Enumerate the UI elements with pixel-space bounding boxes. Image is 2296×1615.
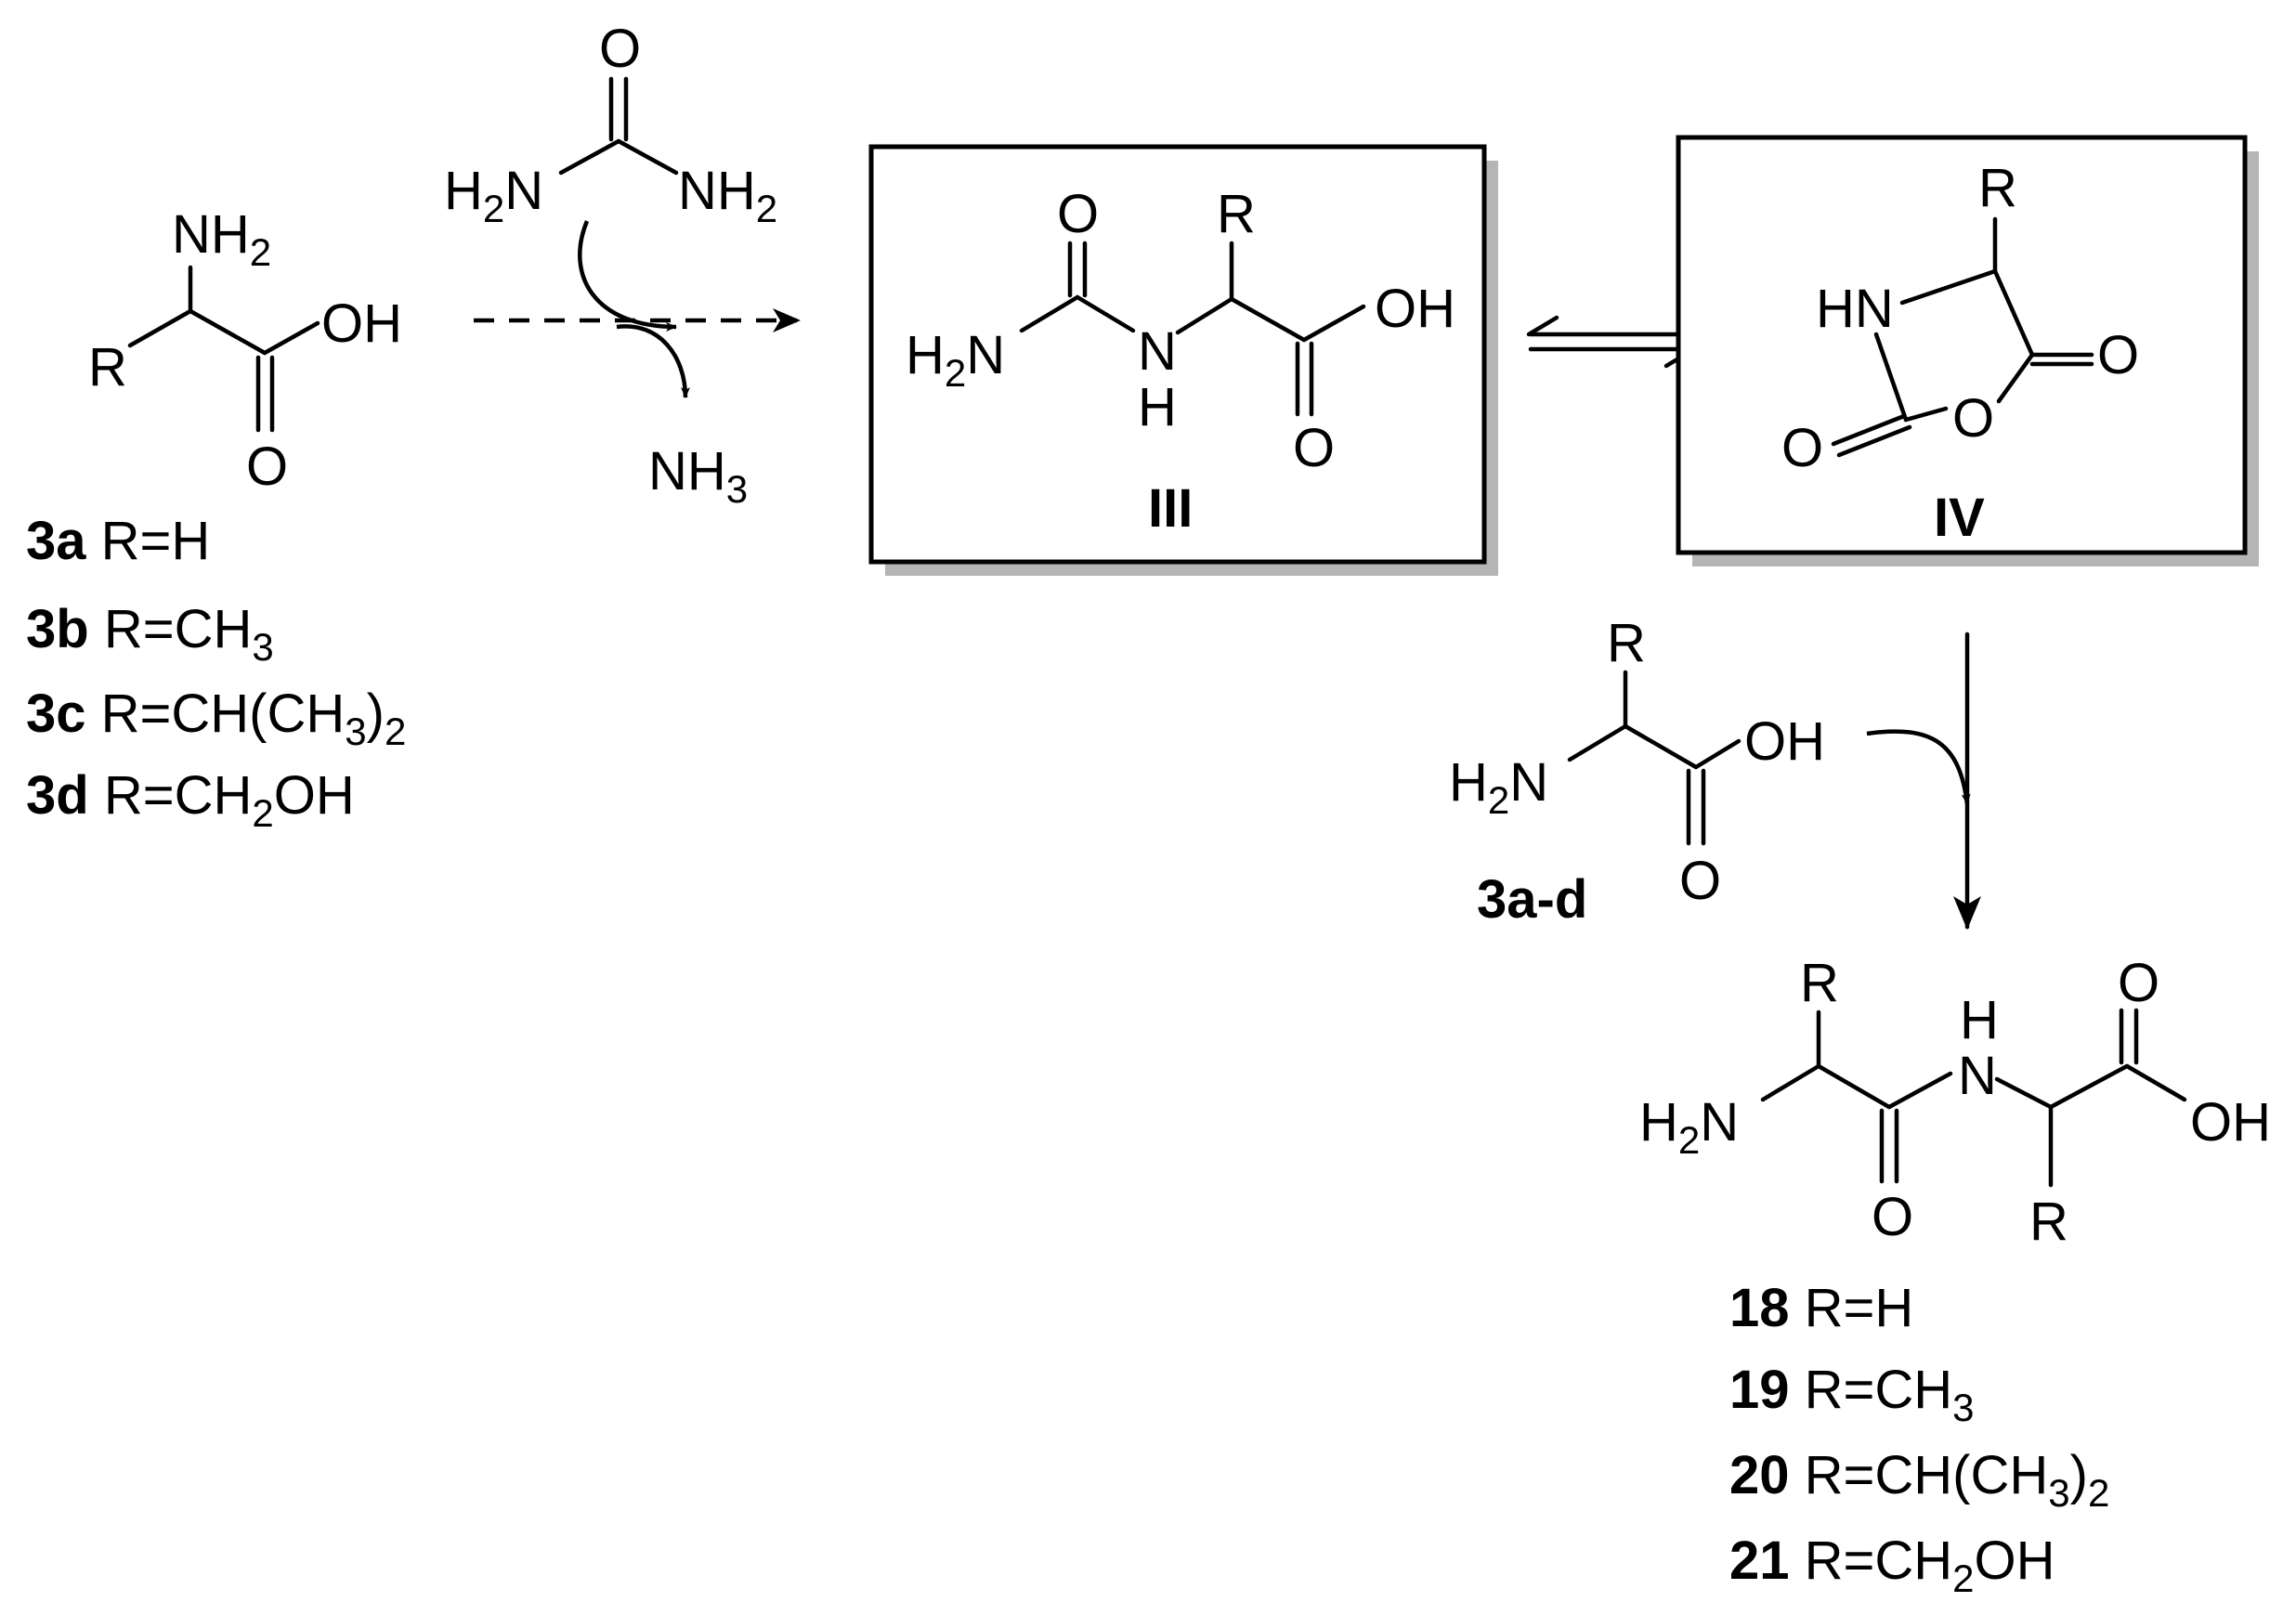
reactant-list-item: 3c R=CH(CH3)2: [26, 684, 406, 753]
urea-carbonyl-o-label: O: [599, 19, 641, 79]
product-bond: [2124, 1063, 2187, 1102]
iii-r-label: R: [1217, 184, 1256, 244]
intermediate-III-box: [868, 144, 1487, 565]
iii-bond: [1301, 304, 1366, 343]
byproduct-label: NH3: [648, 441, 748, 511]
iv-bond: [1996, 352, 2035, 404]
iii-bond: [1229, 296, 1307, 343]
iv-bond: [1903, 406, 1949, 423]
reactant-list-item: 3a R=H: [26, 511, 210, 571]
second-bond: [1567, 723, 1628, 762]
iii-bond: [1075, 294, 1136, 333]
iii-carbonyl-o-label: O: [1057, 184, 1099, 244]
intermediate-III: O H2N N H R OH O III: [868, 144, 1498, 576]
product-bond: [1816, 1063, 1892, 1110]
iv-hn-label: HN: [1816, 279, 1894, 339]
intermediate-IV-label: IV: [1934, 488, 1985, 548]
product-bond: [1886, 1071, 1953, 1110]
reactant-bond-c-oh: [262, 320, 320, 356]
urea-bond-c-nr: [616, 138, 679, 176]
second-amino-acid: R H2N OH O 3a-d: [1449, 613, 1825, 930]
iii-nh-label: N: [1138, 321, 1177, 382]
second-r-label: R: [1607, 613, 1646, 673]
reactant-amino-acid: NH2 R OH O: [88, 204, 402, 497]
iii-bond: [1019, 294, 1080, 333]
reactant-carbonyl-o-label: O: [246, 436, 288, 497]
second-bond: [1623, 723, 1699, 770]
second-carbonyl-o-label: O: [1679, 851, 1721, 911]
iv-r-label: R: [1978, 158, 2017, 218]
urea-bond-c-nl: [558, 138, 621, 176]
iv-bond: [1899, 268, 1998, 306]
equilibrium-back-head: [1526, 315, 1559, 337]
product-list-item: 21 R=CH2OH: [1729, 1530, 2055, 1600]
urea-left-amine-label: H2N: [444, 161, 543, 230]
iv-bond: [1992, 268, 2035, 358]
urea: O H2N NH2: [444, 19, 777, 230]
product-bond: [1760, 1063, 1821, 1102]
amino-acid-addition-arrow: [1866, 729, 1971, 805]
product-nh-label: N: [1958, 1046, 1997, 1106]
product-list-item: 18 R=H: [1729, 1278, 1913, 1338]
iii-acid-o-label: O: [1293, 418, 1335, 478]
iv-bond: [1873, 332, 1909, 423]
second-amino-acid-label: 3a-d: [1477, 869, 1587, 930]
product-r-left-label: R: [1800, 953, 1839, 1013]
second-amine-label: H2N: [1449, 752, 1548, 822]
iii-oh-label: OH: [1375, 279, 1455, 339]
intermediate-IV-box: [1676, 135, 2248, 555]
reactant-bond-ca-r: [127, 308, 193, 348]
reactant-amine-label: NH2: [172, 204, 271, 274]
reactant-r-label: R: [88, 337, 127, 397]
product-amine-label: H2N: [1639, 1092, 1739, 1162]
product-list-item: 20 R=CH(CH3)2: [1729, 1445, 2109, 1515]
urea-right-amine-label: NH2: [678, 161, 777, 230]
iv-bond: [1836, 424, 1912, 458]
iv-ring-o-label: O: [1952, 388, 1994, 449]
equilibrium-arrows: [1526, 315, 1697, 369]
reactant-oh-label: OH: [321, 293, 402, 354]
reactant-list: 3a R=H 3b R=CH3 3c R=CH(CH3)2 3d R=CH2OH: [26, 511, 406, 835]
reactant-bond-ca-c: [188, 308, 267, 356]
product-nh-h-label: H: [1960, 990, 1999, 1050]
iii-amine-label: H2N: [906, 325, 1005, 395]
iii-nh-h-label: H: [1138, 377, 1177, 437]
iv-exo-o-right-label: O: [2097, 325, 2139, 385]
product-dipeptide: R H2N H N O O OH R: [1639, 953, 2271, 1252]
ammonia-outgoing-arrow: [616, 324, 690, 398]
product-acid-o-label: O: [2118, 953, 2159, 1013]
product-list-item: 19 R=CH3: [1729, 1360, 1975, 1429]
reactant-list-item: 3d R=CH2OH: [26, 765, 355, 835]
product-bond: [2048, 1063, 2130, 1110]
product-r-right-label: R: [2029, 1192, 2068, 1252]
urea-incoming-arrow: [578, 220, 677, 332]
intermediate-III-label: III: [1148, 478, 1193, 539]
reaction-arrowhead: [773, 308, 801, 332]
second-bond: [1693, 738, 1742, 770]
second-oh-label: OH: [1744, 711, 1825, 772]
product-acid-oh-label: OH: [2190, 1092, 2271, 1153]
iv-exo-o-left-label: O: [1781, 418, 1823, 478]
product-bond: [1994, 1076, 2054, 1110]
product-list: 18 R=H 19 R=CH3 20 R=CH(CH3)2 21 R=CH2OH: [1729, 1278, 2109, 1600]
intermediate-IV: R HN O O O IV: [1676, 135, 2259, 567]
product-amide-o-label: O: [1872, 1187, 1913, 1247]
reactant-list-item: 3b R=CH3: [26, 599, 274, 669]
iii-bond: [1175, 296, 1234, 335]
iv-bond: [1831, 413, 1907, 447]
